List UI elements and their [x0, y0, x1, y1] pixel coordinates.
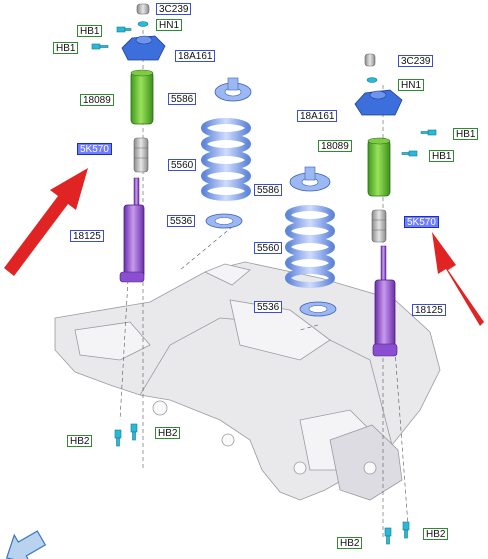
left-coil-spring-assembly [201, 77, 252, 229]
part-label-18125-right[interactable]: 18125 [412, 304, 446, 316]
part-label-hb1-left-top[interactable]: HB1 [77, 25, 103, 37]
part-label-3c239-right[interactable]: 3C239 [398, 55, 434, 67]
part-label-hn1-right[interactable]: HN1 [398, 79, 425, 91]
part-label-3c239-left[interactable]: 3C239 [156, 3, 192, 15]
part-label-18089-left[interactable]: 18089 [80, 94, 114, 106]
part-label-5k570-left[interactable]: 5K570 [77, 143, 112, 155]
left-strut-assembly [91, 3, 166, 447]
part-label-18089-right[interactable]: 18089 [318, 140, 352, 152]
part-label-hb2-left-a[interactable]: HB2 [67, 435, 93, 447]
part-label-5560-left[interactable]: 5560 [168, 159, 197, 171]
part-label-hb2-right-b[interactable]: HB2 [337, 537, 363, 549]
red-pointer-arrow-icon [4, 168, 484, 326]
part-label-5k570-right[interactable]: 5K570 [404, 216, 439, 228]
part-label-hb2-left-b[interactable]: HB2 [155, 427, 181, 439]
rear-subframe [54, 261, 441, 501]
part-label-5536-left[interactable]: 5536 [167, 215, 196, 227]
part-label-5586-right[interactable]: 5586 [254, 184, 283, 196]
part-label-hb1-right-a[interactable]: HB1 [453, 128, 479, 140]
back-arrow-icon[interactable] [0, 524, 49, 559]
part-label-hb2-right-a[interactable]: HB2 [423, 528, 449, 540]
part-label-hb1-right-b[interactable]: HB1 [429, 150, 455, 162]
part-label-5536-right[interactable]: 5536 [254, 301, 283, 313]
part-label-5586-left[interactable]: 5586 [168, 93, 197, 105]
part-label-hn1-left[interactable]: HN1 [156, 19, 183, 31]
part-label-18a161-left[interactable]: 18A161 [175, 50, 216, 62]
part-label-5560-right[interactable]: 5560 [254, 242, 283, 254]
part-label-18a161-right[interactable]: 18A161 [297, 110, 338, 122]
part-label-18125-left[interactable]: 18125 [70, 230, 104, 242]
right-coil-spring-assembly [285, 166, 337, 317]
right-strut-assembly [354, 53, 437, 545]
part-label-hb1-left-side[interactable]: HB1 [53, 42, 79, 54]
